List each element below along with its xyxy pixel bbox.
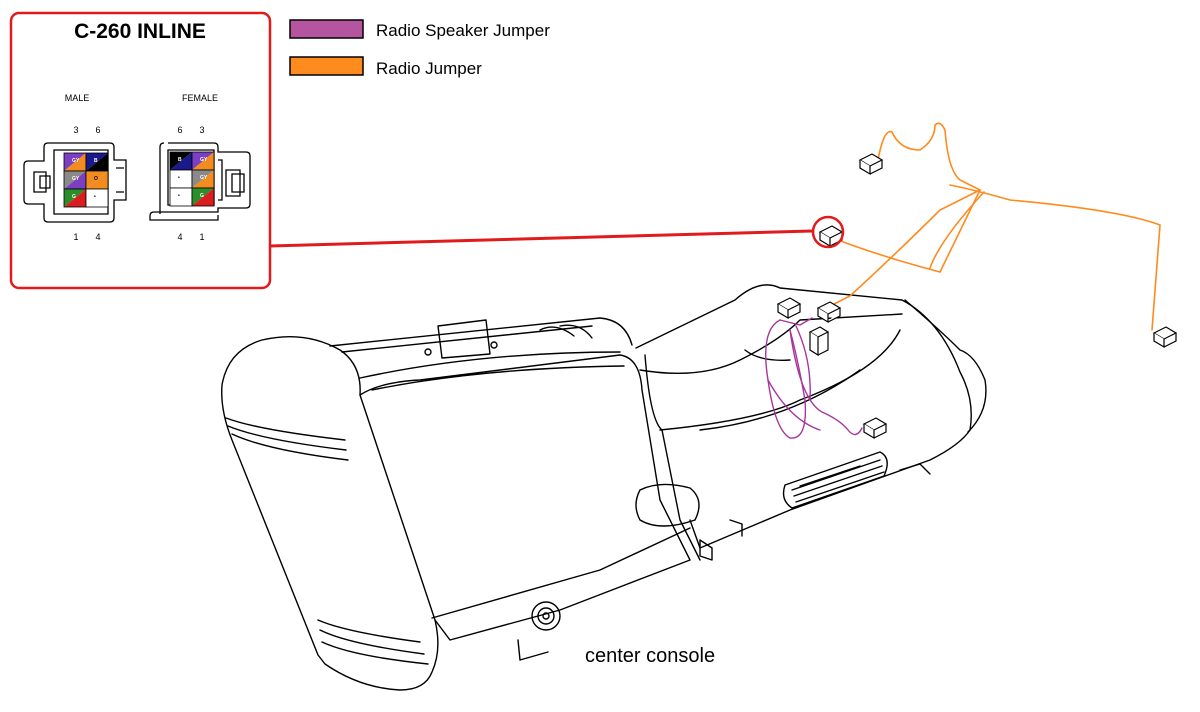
female-pin-grid: B GY • GY • G <box>169 151 215 207</box>
male-pin-cell: B <box>85 152 109 172</box>
svg-text:B: B <box>178 157 182 163</box>
male-pin-top-right: 6 <box>95 125 100 135</box>
female-pin-cell: • <box>169 169 193 189</box>
female-pin-cell: G <box>191 187 215 207</box>
male-connector <box>23 142 127 223</box>
inset-title: C-260 INLINE <box>74 20 206 43</box>
svg-text:G: G <box>72 194 76 200</box>
male-pin-cell: O <box>85 170 109 190</box>
male-pin-top-left: 3 <box>73 125 78 135</box>
legend-label-radio-jumper: Radio Jumper <box>376 59 482 78</box>
console-side-panel <box>359 354 691 641</box>
center-console-drawing <box>221 284 987 691</box>
svg-text:•: • <box>178 175 180 181</box>
legend-item-speaker-jumper: Radio Speaker Jumper <box>289 19 550 40</box>
male-pin-cell: GY <box>63 152 87 172</box>
male-pin-bottom-right: 4 <box>95 232 100 242</box>
male-label: MALE <box>65 93 90 103</box>
svg-text:•: • <box>178 193 180 199</box>
svg-text:G: G <box>200 193 204 199</box>
svg-text:B: B <box>94 158 98 164</box>
male-pin-cell: G <box>63 188 87 208</box>
radio-speaker-jumper-harness <box>765 317 863 439</box>
male-pin-grid: GY B GY O G • <box>63 152 109 208</box>
console-rear-end <box>221 336 439 691</box>
female-pin-cell: GY <box>191 169 215 189</box>
male-pin-bottom-left: 1 <box>73 232 78 242</box>
female-pin-bottom-left: 4 <box>177 232 182 242</box>
female-pin-cell: B <box>169 151 193 171</box>
legend: Radio Speaker Jumper Radio Jumper <box>289 19 550 78</box>
female-pin-top-right: 3 <box>199 125 204 135</box>
svg-text:GY: GY <box>200 175 208 181</box>
inset-frame <box>9 11 272 290</box>
male-pin-cell: • <box>85 188 109 208</box>
c260-highlight-circle <box>811 215 845 249</box>
svg-text:GY: GY <box>72 176 80 182</box>
svg-text:O: O <box>94 176 98 182</box>
male-pin-cell: GY <box>63 170 87 190</box>
center-console-caption: center console <box>585 645 715 667</box>
connector-inset: C-260 INLINE MALE 3 6 1 4 GY B GY O G • FEMAL… <box>9 11 272 290</box>
connector-right <box>1152 326 1178 349</box>
connector-console-mid <box>808 326 830 357</box>
connector-console-top <box>816 301 842 324</box>
console-front-section <box>635 284 972 549</box>
female-pin-cell: GY <box>191 151 215 171</box>
svg-text:GY: GY <box>200 157 208 163</box>
legend-swatch-speaker-jumper <box>289 19 364 39</box>
female-pin-cell: • <box>169 187 193 207</box>
legend-label-speaker-jumper: Radio Speaker Jumper <box>376 21 550 40</box>
female-pin-bottom-right: 1 <box>199 232 204 242</box>
svg-text:•: • <box>94 194 96 200</box>
leader-line <box>269 229 813 248</box>
connector-console-left <box>776 297 802 320</box>
connector-top-left <box>858 153 884 176</box>
connector-speaker <box>862 417 888 440</box>
legend-swatch-radio-jumper <box>289 56 364 76</box>
female-label: FEMALE <box>182 93 218 103</box>
female-pin-top-left: 6 <box>177 125 182 135</box>
svg-text:GY: GY <box>72 158 80 164</box>
legend-item-radio-jumper: Radio Jumper <box>289 56 482 78</box>
radio-jumper-harness <box>829 122 1161 331</box>
